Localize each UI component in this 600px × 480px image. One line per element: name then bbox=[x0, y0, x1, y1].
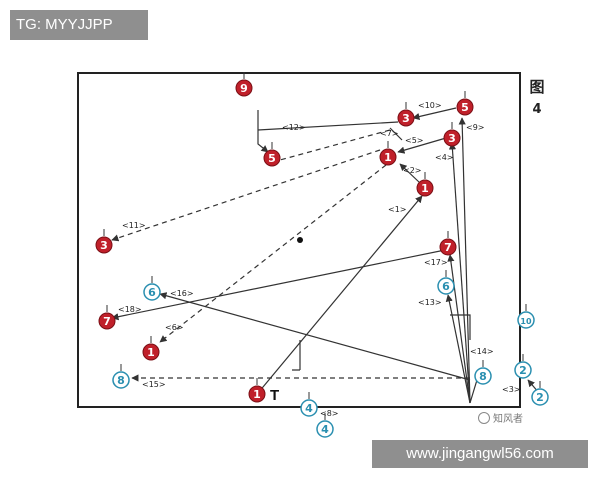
site-label: www.jingangwl56.com bbox=[372, 440, 588, 468]
player-marker-red-1: 1 bbox=[248, 378, 266, 403]
screen-mark-2 bbox=[450, 314, 471, 340]
step-label: <11> bbox=[122, 221, 146, 230]
step-label: <15> bbox=[142, 380, 166, 389]
line-step-2 bbox=[399, 163, 421, 184]
line-step-4 bbox=[448, 142, 471, 404]
player-marker-label: 7 bbox=[103, 315, 111, 328]
step-label: <3> bbox=[502, 385, 521, 394]
pass-lines bbox=[111, 129, 470, 382]
step-label: <7> bbox=[380, 129, 399, 138]
player-marker-blue-10: 10 bbox=[517, 304, 535, 329]
figure-title-char: 图 bbox=[529, 78, 544, 96]
line-step-7 bbox=[389, 127, 403, 141]
player-marker-blue-6: 6 bbox=[437, 270, 455, 295]
tg-label: TG: MYYJJPP bbox=[10, 10, 148, 40]
step-label: <10> bbox=[418, 101, 442, 110]
player-marker-label: 8 bbox=[479, 370, 487, 383]
player-marker-blue-8: 8 bbox=[474, 360, 492, 385]
step-label: <5> bbox=[405, 136, 424, 145]
line-step-16 bbox=[159, 292, 471, 381]
step-label: <18> bbox=[118, 305, 142, 314]
step-label: <9> bbox=[466, 123, 485, 132]
player-marker-label: 2 bbox=[536, 391, 544, 404]
player-marker-red-3: 3 bbox=[95, 229, 113, 254]
step-label: <6> bbox=[165, 323, 184, 332]
step-label: <8> bbox=[320, 409, 339, 418]
watermark-icon bbox=[478, 412, 490, 424]
player-marker-red-5: 5 bbox=[263, 142, 281, 167]
player-marker-blue-8: 8 bbox=[112, 364, 130, 389]
player-marker-label: 1 bbox=[421, 182, 429, 195]
step-label: <13> bbox=[418, 298, 442, 307]
player-marker-red-3: 3 bbox=[443, 122, 461, 147]
line-step-18 bbox=[111, 249, 446, 321]
player-marker-label: 6 bbox=[442, 280, 450, 293]
line-step-1 bbox=[257, 195, 423, 394]
player-marker-label: 3 bbox=[100, 239, 108, 252]
step-label: <17> bbox=[424, 258, 448, 267]
step-label: <4> bbox=[435, 153, 454, 162]
player-marker-blue-4: 4 bbox=[300, 392, 318, 417]
player-marker-red-9: 9 bbox=[235, 72, 253, 97]
pass-step-12b bbox=[279, 129, 391, 161]
player-marker-red-1: 1 bbox=[416, 172, 434, 197]
line-step-13 bbox=[445, 294, 471, 404]
watermark-text: 知风者 bbox=[493, 414, 523, 425]
step-label: <16> bbox=[170, 289, 194, 298]
player-marker-label: 7 bbox=[444, 241, 452, 254]
player-marker-label: 4 bbox=[305, 402, 313, 415]
step-label: <12> bbox=[282, 123, 306, 132]
step-label: <14> bbox=[470, 347, 494, 356]
line-step-10 bbox=[412, 107, 457, 121]
player-marker-red-1: 1 bbox=[379, 141, 397, 166]
player-marker-label: 3 bbox=[402, 112, 410, 125]
player-marker-label: 6 bbox=[148, 286, 156, 299]
player-marker-label: 8 bbox=[117, 374, 125, 387]
line-step-12 bbox=[257, 110, 399, 152]
player-marker-label: 5 bbox=[268, 152, 276, 165]
movement-lines bbox=[111, 107, 540, 404]
player-marker-blue-2: 2 bbox=[531, 381, 549, 406]
player-marker-red-5: 5 bbox=[456, 91, 474, 116]
step-label: <2> bbox=[403, 166, 422, 175]
player-marker-label: 5 bbox=[461, 101, 469, 114]
player-marker-label: 3 bbox=[448, 132, 456, 145]
center-dot bbox=[297, 237, 303, 243]
player-marker-red-3: 3 bbox=[397, 102, 415, 127]
player-marker-label: 1 bbox=[384, 151, 392, 164]
player-marker-blue-6: 6 bbox=[143, 276, 161, 301]
coach-mark: T bbox=[270, 387, 279, 404]
player-marker-label: 1 bbox=[253, 388, 261, 401]
player-marker-label: 9 bbox=[240, 82, 248, 95]
player-marker-blue-4: 4 bbox=[316, 413, 334, 438]
player-marker-label: 2 bbox=[519, 364, 527, 377]
player-marker-red-1: 1 bbox=[142, 336, 160, 361]
pass-step-11 bbox=[111, 149, 381, 242]
player-marker-red-7: 7 bbox=[439, 231, 457, 256]
player-marker-label: 4 bbox=[321, 423, 329, 436]
step-label: <1> bbox=[388, 205, 407, 214]
player-marker-blue-2: 2 bbox=[514, 354, 532, 379]
court-frame bbox=[77, 72, 521, 408]
figure-title-number: 4 bbox=[532, 102, 541, 117]
line-step-5 bbox=[397, 137, 447, 154]
watermark: 知风者 bbox=[478, 410, 523, 425]
player-marker-label: 1 bbox=[147, 346, 155, 359]
line-step-9 bbox=[458, 117, 471, 404]
player-marker-label: 10 bbox=[520, 317, 532, 326]
screen-mark bbox=[292, 340, 301, 371]
player-marker-red-7: 7 bbox=[98, 305, 116, 330]
pass-step-6 bbox=[159, 164, 387, 343]
step-labels: <1> <2> <3> <4> <5> <6> <7> <8> <9> <10>… bbox=[118, 101, 521, 418]
